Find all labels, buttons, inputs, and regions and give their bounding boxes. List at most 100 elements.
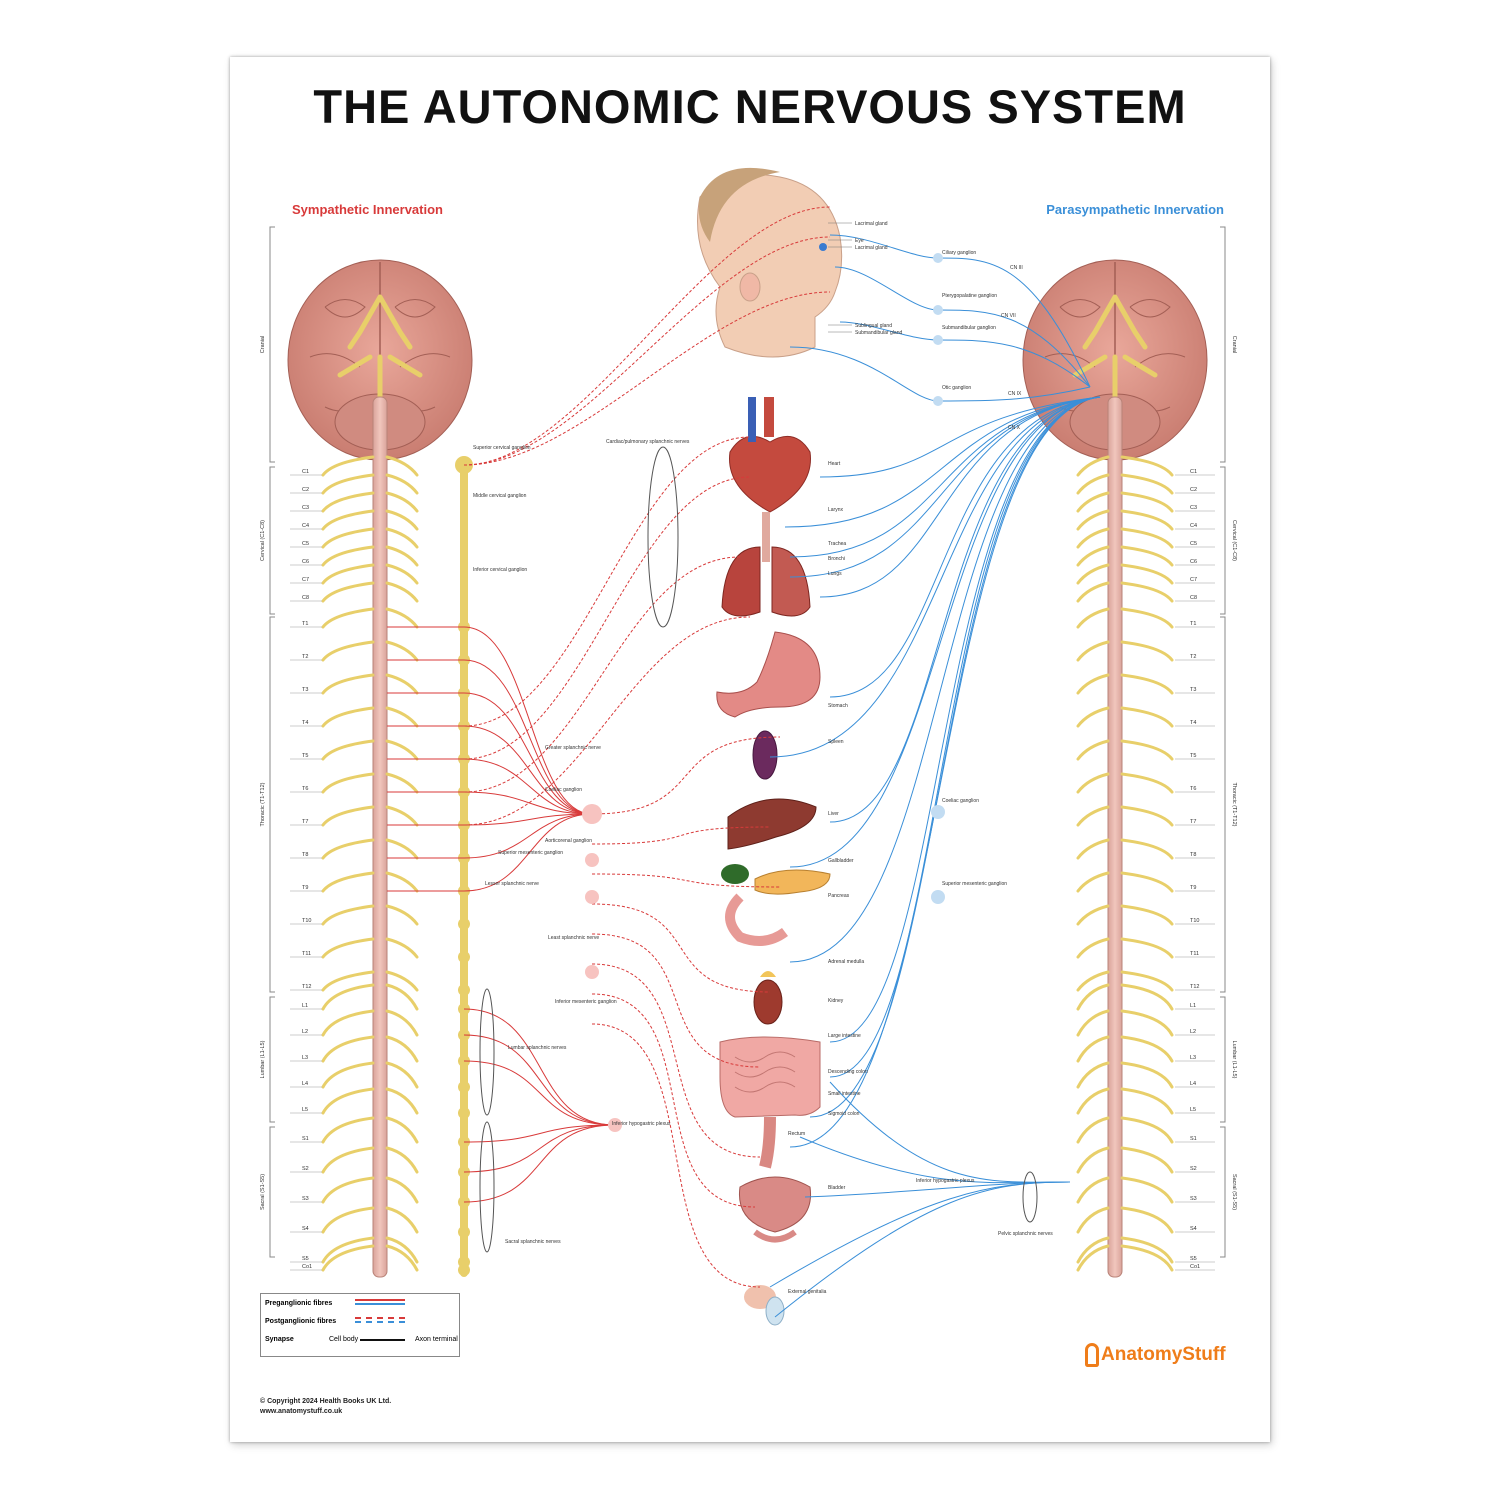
chain-ganglion: [460, 507, 468, 515]
sympathetic-ganglion-label: Superior cervical ganglion: [473, 445, 531, 451]
vertebra-label: T1: [1190, 621, 1196, 627]
region-label: Cervical (C1-C8): [260, 520, 266, 561]
right-spinal-nerve: [1120, 581, 1174, 603]
parasympathetic-ganglion-label: Submandibular ganglion: [942, 325, 996, 331]
right-spinal-nerve: [1076, 937, 1110, 959]
left-spinal-nerve: [321, 1035, 375, 1063]
right-spinal-nerve: [1076, 772, 1110, 794]
organ-label: Trachea: [828, 541, 846, 547]
right-spinal-nerve: [1120, 640, 1174, 662]
sympathetic-chain: [460, 462, 468, 1277]
parasympathetic-heading: Parasympathetic Innervation: [1046, 202, 1224, 217]
organ-label: Large intestine: [828, 1033, 861, 1039]
cranial-parasympathetic-fibre: [937, 386, 1091, 402]
parasympathetic-ganglion-label: CN III: [1010, 265, 1023, 271]
ans-diagram: C1C2C3C4C5C6C7C8T1T2T3T4T5T6T7T8T9T10T11…: [260, 167, 1237, 1326]
organ-label: External genitalia: [788, 1289, 827, 1295]
vertebra-label: T11: [302, 951, 311, 957]
right-spinal-nerve: [1120, 1244, 1174, 1272]
vertebra-label: T10: [1190, 918, 1199, 924]
sympathetic-heading: Sympathetic Innervation: [292, 202, 443, 217]
right-spinal-nerve: [1120, 545, 1174, 567]
sympathetic-ganglion-label: Middle cervical ganglion: [473, 493, 527, 499]
left-spinal-nerve: [321, 509, 375, 531]
vertebra-label: S1: [1190, 1136, 1197, 1142]
left-spinal-nerve: [385, 581, 419, 603]
right-spinal-nerve: [1076, 581, 1110, 603]
vagus-branch: [819, 396, 1101, 598]
sympathetic-ganglion-label: Inferior hypogastric plexus: [612, 1121, 671, 1127]
vertebra-label: L1: [302, 1003, 308, 1009]
lumbar-fibre: [463, 1124, 616, 1173]
left-spinal-nerve: [321, 1087, 375, 1115]
sympathetic-fibre: [591, 736, 781, 815]
splanchnic-fibre: [463, 813, 593, 892]
chain-ganglion: [460, 525, 468, 533]
vertebra-label: L2: [1190, 1029, 1196, 1035]
parasympathetic-plexus-label: Pelvic splanchnic nerves: [998, 1231, 1053, 1237]
chain-ganglion: [460, 579, 468, 587]
sympathetic-fibre: [591, 826, 771, 845]
left-spinal-nerve: [321, 871, 375, 893]
chain-ganglion: [458, 1081, 470, 1093]
right-spinal-nerve: [1120, 805, 1174, 827]
lumbar-fibre: [463, 1008, 616, 1126]
heart: [729, 397, 811, 513]
splanchnic-fibre: [463, 758, 593, 815]
left-spinal-nerve: [385, 1116, 419, 1144]
left-spinal-nerve: [321, 937, 375, 959]
vertebra-label: T5: [1190, 753, 1196, 759]
vertebra-label: T9: [1190, 885, 1196, 891]
vertebra-label: T3: [1190, 687, 1196, 693]
left-spinal-nerve: [385, 970, 419, 992]
face-label: Eye: [855, 238, 864, 244]
vertebra-label: T6: [1190, 786, 1196, 792]
organ-label: Descending colon: [828, 1069, 868, 1075]
left-spinal-nerve: [321, 1176, 375, 1204]
left-spinal-nerve: [321, 706, 375, 728]
lumbar-fibre: [463, 1060, 616, 1126]
sympathetic-fibre: [591, 1023, 761, 1288]
vertebra-label: S5: [1190, 1256, 1197, 1262]
right-spinal-nerve: [1120, 1035, 1174, 1063]
left-spinal-nerve: [385, 1146, 419, 1174]
splanchnic-fibre: [463, 725, 593, 815]
vagus-branch: [829, 396, 1101, 823]
parasympathetic-plexus-label: Inferior hypogastric plexus: [916, 1178, 975, 1184]
vertebra-label: T4: [1190, 720, 1196, 726]
sympathetic-ganglion-label: Lesser splanchnic nerve: [485, 881, 539, 887]
right-spinal-nerve: [1120, 455, 1174, 477]
website-link[interactable]: www.anatomystuff.co.uk: [260, 1408, 343, 1415]
left-spinal-nerve: [321, 563, 375, 585]
left-spinal-nerve: [385, 455, 419, 477]
vertebra-label: T1: [302, 621, 308, 627]
splanchnic-fibre: [463, 813, 593, 859]
face-label: Lacrimal gland: [855, 221, 888, 227]
left-spinal-nerve: [321, 739, 375, 761]
left-spinal-nerve: [321, 455, 375, 477]
left-spinal-nerve: [385, 805, 419, 827]
bladder: [738, 1176, 812, 1243]
organ-label: Liver: [828, 811, 839, 817]
vertebra-label: L5: [1190, 1107, 1196, 1113]
region-label: Thoracic (T1-T12): [260, 782, 266, 826]
left-spinal-nerve: [321, 970, 375, 992]
left-spinal-nerve: [385, 509, 419, 531]
splanchnic-fibre: [463, 692, 593, 815]
vertebra-label: L3: [1190, 1055, 1196, 1061]
right-spinal-nerve: [1120, 473, 1174, 495]
parasympathetic-fibres: [769, 234, 1101, 1318]
pelvic-splanchnic-fibre: [829, 1081, 1071, 1183]
right-spinal-nerve: [1076, 983, 1110, 1011]
left-spinal-nerve: [321, 1244, 375, 1272]
vertebra-label: L4: [1190, 1081, 1196, 1087]
left-spinal-nerve: [321, 640, 375, 662]
right-spinal-nerve: [1120, 1146, 1174, 1174]
sympathetic-fibres: [387, 206, 831, 1288]
left-spinal-nerves: [321, 455, 419, 1272]
left-spinal-nerve: [385, 673, 419, 695]
vertebra-label: S2: [1190, 1166, 1197, 1172]
lungs: [721, 512, 811, 617]
organ-label: Pancreas: [828, 893, 850, 899]
right-spinal-nerve: [1120, 838, 1174, 860]
